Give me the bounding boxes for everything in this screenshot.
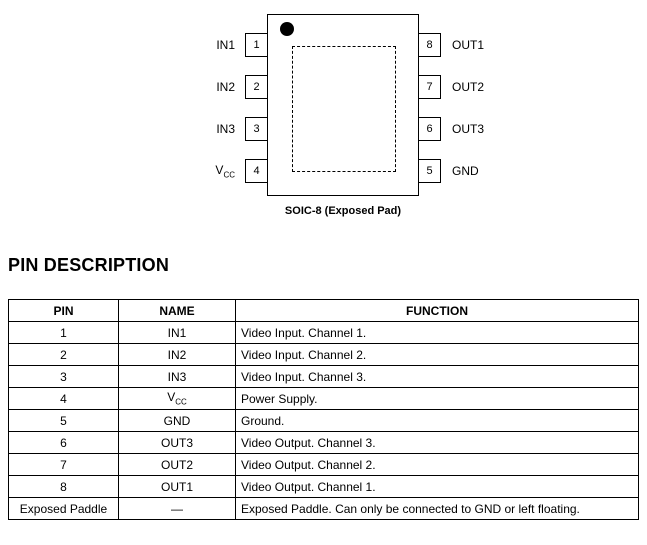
cell-function: Video Output. Channel 3. [235,431,639,454]
pin-box-5: 5 [418,159,441,183]
cell-name: IN1 [118,321,236,344]
cell-pin: 5 [8,409,119,432]
cell-pin: 4 [8,387,119,410]
vcc-main: V [167,390,176,405]
cell-pin: 7 [8,453,119,476]
cell-name: IN3 [118,365,236,388]
pin-label-vcc: VCC [170,163,245,179]
cell-name: — [118,497,236,520]
pin-row-out2: 7 OUT2 [418,75,484,99]
pin-label-out2: OUT2 [452,80,485,94]
table-row: 6 OUT3 Video Output. Channel 3. [8,431,639,454]
pin-row-in3: IN3 3 [170,117,268,141]
pinout-diagram: IN1 1 IN2 2 IN3 3 VCC 4 8 OUT1 7 OUT2 6 … [0,0,647,240]
header-pin: PIN [8,299,119,322]
header-function: FUNCTION [235,299,639,322]
pin-box-3: 3 [245,117,268,141]
cell-pin: 8 [8,475,119,498]
table-row: 8 OUT1 Video Output. Channel 1. [8,475,639,498]
cell-name: GND [118,409,236,432]
cell-name: VCC [118,387,236,410]
cell-pin: Exposed Paddle [8,497,119,520]
header-name: NAME [118,299,236,322]
cell-name: OUT3 [118,431,236,454]
table-header-row: PIN NAME FUNCTION [8,299,639,322]
cell-function: Power Supply. [235,387,639,410]
package-caption: SOIC-8 (Exposed Pad) [284,205,402,217]
cell-function: Video Input. Channel 1. [235,321,639,344]
cell-name: OUT2 [118,453,236,476]
pin-label-gnd: GND [452,164,479,178]
pin-box-8: 8 [418,33,441,57]
pin-description-table: PIN NAME FUNCTION 1 IN1 Video Input. Cha… [8,299,639,520]
pin-label-in2: IN2 [216,80,235,94]
pin-box-7: 7 [418,75,441,99]
cell-pin: 6 [8,431,119,454]
exposed-pad-outline [292,46,396,172]
vcc-main: V [215,162,224,177]
pin-label-in3: IN3 [216,122,235,136]
pin-label-in1: IN1 [216,38,235,52]
vcc-sub: CC [175,397,187,407]
pin-box-1: 1 [245,33,268,57]
cell-pin: 2 [8,343,119,366]
table-row: 4 VCC Power Supply. [8,387,639,410]
cell-pin: 3 [8,365,119,388]
pin-box-4: 4 [245,159,268,183]
pin1-indicator-dot [280,22,294,36]
cell-function: Video Input. Channel 3. [235,365,639,388]
pin-box-2: 2 [245,75,268,99]
table-row: 5 GND Ground. [8,409,639,432]
vcc-sub: CC [223,170,235,180]
cell-name: IN2 [118,343,236,366]
pin-row-in1: IN1 1 [170,33,268,57]
table-row: Exposed Paddle — Exposed Paddle. Can onl… [8,497,639,520]
cell-function: Exposed Paddle. Can only be connected to… [235,497,639,520]
pin-label-out1: OUT1 [452,38,485,52]
section-title: PIN DESCRIPTION [8,255,170,275]
cell-function: Ground. [235,409,639,432]
cell-function: Video Output. Channel 2. [235,453,639,476]
pin-row-out1: 8 OUT1 [418,33,484,57]
pin-row-in2: IN2 2 [170,75,268,99]
pin-row-vcc: VCC 4 [170,159,268,183]
pin-row-gnd: 5 GND [418,159,479,183]
pin-box-6: 6 [418,117,441,141]
pin-label-out3: OUT3 [452,122,485,136]
table-row: 1 IN1 Video Input. Channel 1. [8,321,639,344]
pin-row-out3: 6 OUT3 [418,117,484,141]
table-row: 7 OUT2 Video Output. Channel 2. [8,453,639,476]
table-row: 3 IN3 Video Input. Channel 3. [8,365,639,388]
cell-name: OUT1 [118,475,236,498]
cell-pin: 1 [8,321,119,344]
table-row: 2 IN2 Video Input. Channel 2. [8,343,639,366]
cell-function: Video Input. Channel 2. [235,343,639,366]
cell-function: Video Output. Channel 1. [235,475,639,498]
